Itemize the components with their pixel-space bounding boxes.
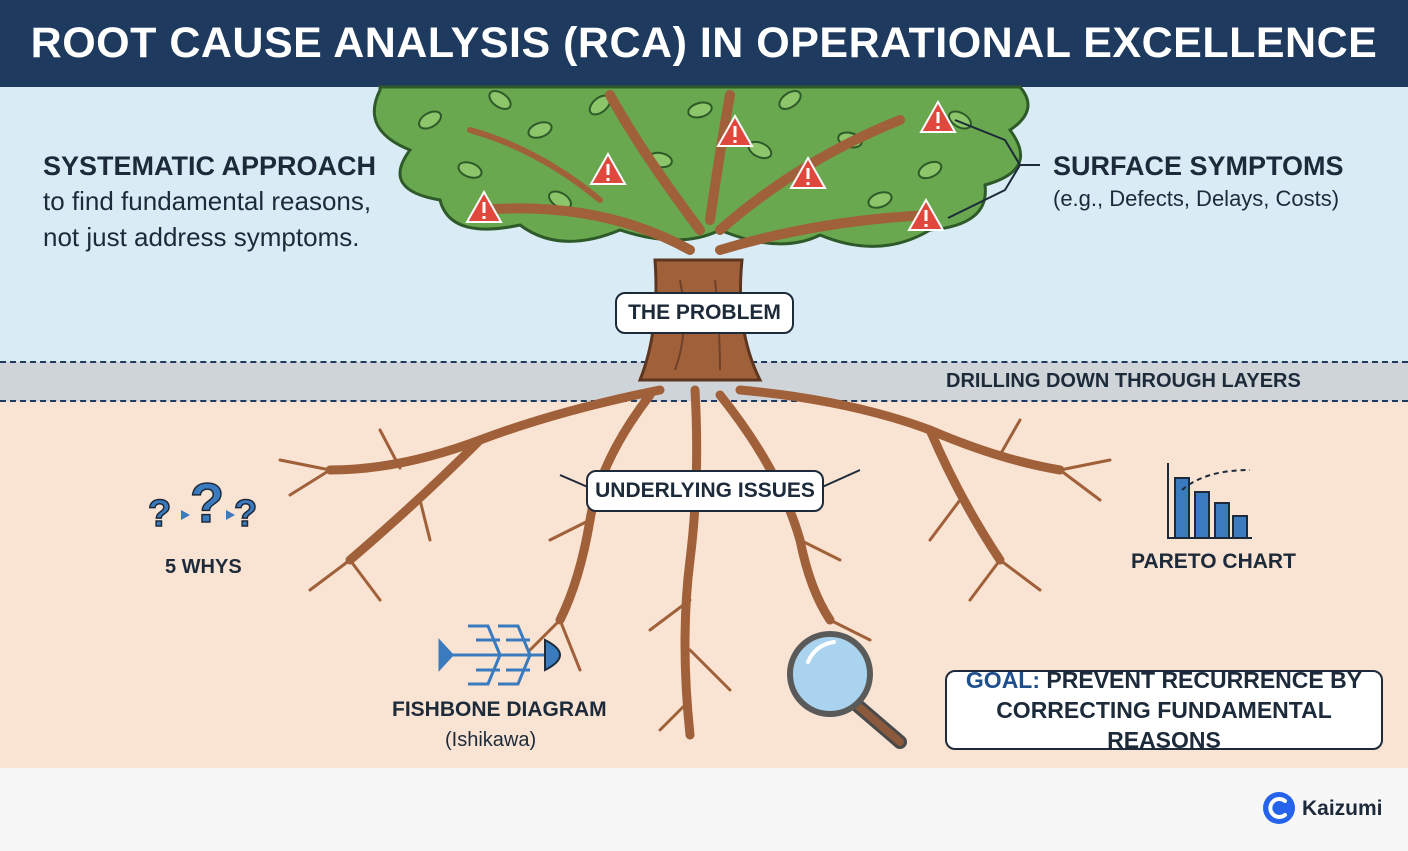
lower-dashed-line [0,400,1408,402]
goal-text-1: PREVENT RECURRENCE BY [1046,667,1363,693]
kaizumi-logo [1263,792,1295,824]
svg-text:?: ? [190,471,224,534]
question-mark-icon: ? ? ? [147,470,258,536]
fishbone-sublabel: (Ishikawa) [445,729,537,751]
warning-icon [716,113,754,147]
warning-icon [589,151,627,185]
approach-heading: SYSTEMATIC APPROACH [43,151,377,181]
approach-line-2: not just address symptoms. [43,222,360,252]
goal-line-1: GOAL: PREVENT RECURRENCE BY [947,665,1381,695]
pareto-chart-icon [1167,463,1252,539]
issues-label: UNDERLYING ISSUES [586,470,824,512]
magnifier-icon [787,631,907,749]
symptoms-examples: (e.g., Defects, Delays, Costs) [1053,186,1340,211]
fine-roots [278,418,1112,732]
warning-icon [919,99,957,133]
tree-roots [325,385,1065,740]
svg-text:?: ? [234,493,257,535]
problem-label: THE PROBLEM [615,292,794,334]
goal-box: GOAL: PREVENT RECURRENCE BY CORRECTING F… [945,667,1383,753]
symptoms-bracket [947,119,1040,219]
five-whys-label: 5 WHYS [165,556,242,578]
layers-label: DRILLING DOWN THROUGH LAYERS [946,370,1301,392]
fishbone-label: FISHBONE DIAGRAM [392,698,607,721]
symptoms-heading: SURFACE SYMPTOMS [1053,151,1344,181]
issues-connector [559,469,861,489]
goal-line-2: CORRECTING FUNDAMENTAL REASONS [996,697,1332,753]
warning-icon [789,155,827,189]
page-title: ROOT CAUSE ANALYSIS (RCA) IN OPERATIONAL… [0,0,1408,87]
fishbone-icon [438,624,561,686]
goal-lead: GOAL: [965,667,1041,693]
brand-name: Kaizumi [1302,797,1383,820]
warning-icon [465,189,503,223]
warning-icon [907,197,945,231]
pareto-label: PARETO CHART [1131,550,1296,573]
svg-text:?: ? [148,493,171,535]
approach-line-1: to find fundamental reasons, [43,186,372,216]
